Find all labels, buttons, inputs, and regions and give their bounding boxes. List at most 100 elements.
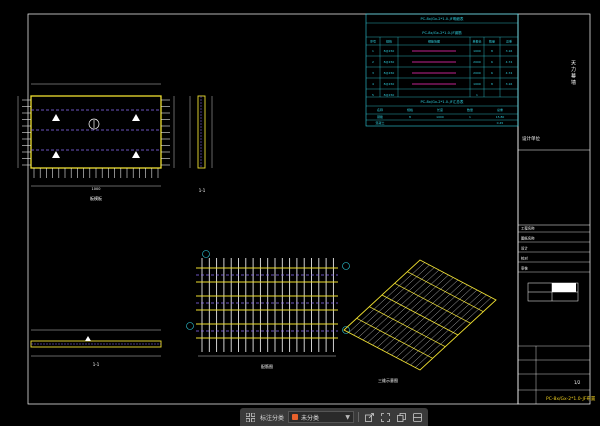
table-cell: 1000 — [473, 49, 481, 53]
table-cell: 1000 — [473, 82, 481, 86]
iso-rebar-cross — [396, 287, 473, 358]
rebar-grid-view: 配筋图 — [186, 250, 350, 369]
iso-rebar-cross — [391, 284, 468, 356]
table-cell: 4 — [372, 82, 374, 86]
table-cell: 8@150 — [384, 49, 395, 53]
plan-width-dim: 1000 — [92, 187, 101, 191]
grid-icon[interactable] — [244, 411, 256, 423]
summary-cell: 1 — [469, 115, 471, 119]
center-marker — [88, 118, 100, 130]
lift-point-marker — [52, 114, 60, 121]
table-cell: 2000 — [473, 71, 481, 75]
title-block-row-label: 工程名称 — [521, 226, 535, 231]
iso-view-label: 三维示意图 — [378, 377, 398, 383]
iso-rebar-cross — [377, 277, 454, 348]
title-block-row-label: 校对 — [521, 256, 528, 261]
category-select[interactable]: 未分类 ▼ — [288, 411, 355, 423]
summary-column-header: 长度 — [437, 107, 443, 112]
iso-rebar-cross — [400, 289, 478, 361]
rebar-table: PC-8x/Gx-2*1.0-JF明细表 PC-8x/Gx-2*1.0-JF钢筋… — [365, 13, 519, 127]
iso-rebar-cross — [372, 274, 449, 346]
table-cell: 4.74 — [506, 60, 513, 64]
section-label: 1-1 — [199, 188, 206, 193]
summary-column-header: 数量 — [467, 107, 473, 112]
summary-column-header: 名称 — [377, 107, 383, 112]
table-cell: 2 — [372, 60, 374, 64]
table-cell: 8@150 — [384, 93, 395, 97]
lift-point-marker — [52, 151, 60, 158]
iso-rebar-cross — [362, 269, 440, 341]
annotate-category-label[interactable]: 标注分类 — [260, 414, 285, 422]
category-select-value: 未分类 — [301, 414, 320, 422]
table-column-header: 单根长 — [472, 39, 481, 44]
table-cell: 8 — [491, 49, 493, 53]
iso-rebar-cross — [358, 267, 435, 338]
layers-icon[interactable] — [411, 411, 423, 423]
table-column-header: 数量 — [489, 39, 495, 44]
iso-rebar-cross — [415, 297, 492, 368]
lift-point-marker — [132, 114, 140, 121]
scale-value: 1/2 — [574, 380, 581, 385]
table-cell: 3.16 — [506, 82, 513, 86]
drawing-name: PC-8x/Gx-2*1.0-JF布置 — [546, 395, 596, 402]
side-section-view: 1-1 — [189, 95, 213, 193]
title-block-row-label: 审核 — [521, 266, 528, 271]
table-cell: 5 — [372, 93, 374, 97]
summary-cell: 15.80 — [496, 115, 505, 119]
table-column-header: 总重 — [506, 39, 512, 44]
bottom-section-view: 1-1 — [30, 329, 162, 367]
iso-rebar-cross — [348, 262, 425, 333]
company-label: 天 力 幕 墙 — [570, 60, 576, 86]
table-cell: 6 — [491, 60, 493, 64]
table-cell: 3 — [372, 71, 374, 75]
table-column-header: 序号 — [370, 39, 376, 44]
summary-cell: 8 — [409, 115, 411, 119]
title-block-row-label: 设计 — [521, 246, 528, 251]
plan-view-label: 板模板 — [90, 195, 102, 201]
summary-cell: 0.45 — [497, 121, 504, 125]
table-cell: 4.74 — [506, 71, 513, 75]
table-cell: 8@150 — [384, 71, 395, 75]
copy-icon[interactable] — [395, 411, 407, 423]
bottom-section-label: 1-1 — [93, 362, 100, 367]
category-color-swatch — [292, 414, 299, 420]
table-column-header: 钢筋简图 — [428, 39, 440, 44]
callout-marker — [186, 322, 194, 330]
iso-rebar-cross — [353, 264, 430, 336]
table-cell: 8@150 — [384, 60, 395, 64]
iso-rebar-cross — [367, 272, 444, 343]
summary-cell: 混凝土 — [375, 120, 384, 125]
bottom-toolbar: 标注分类 未分类 ▼ — [240, 408, 428, 426]
export-icon[interactable] — [363, 411, 375, 423]
table-subheader: PC-8x/Gx-2*1.0-JF钢筋 — [422, 30, 462, 35]
summary-column-header: 总重 — [497, 107, 503, 112]
scan-icon[interactable] — [379, 411, 391, 423]
table-cell: 8@150 — [384, 82, 395, 86]
table-column-header: 规格 — [386, 39, 392, 44]
legend-fill — [552, 283, 576, 292]
callout-marker — [342, 326, 350, 334]
iso-rebar-cross — [381, 279, 459, 351]
table-cell: 1 — [372, 49, 374, 53]
table-cell: 8 — [491, 82, 493, 86]
table-cell: 2000 — [473, 60, 481, 64]
table-cell: 3.16 — [506, 49, 513, 53]
isometric-view: 三维示意图 — [343, 259, 497, 383]
callout-marker — [202, 250, 210, 258]
iso-rebar-cross — [405, 292, 482, 363]
title-block-row-label: 图纸名称 — [521, 236, 535, 241]
plan-view: 1000 板模板 — [17, 83, 175, 201]
summary-column-header: 规格 — [407, 107, 413, 112]
plan-slab-outline — [30, 95, 162, 169]
summary-header: PC-8x/Gx-2*1.0-JF汇总表 — [420, 99, 463, 104]
summary-cell: 1000 — [436, 115, 444, 119]
design-unit-label: 设计单位 — [522, 135, 540, 142]
table-cell: 6 — [491, 71, 493, 75]
table-header: PC-8x/Gx-2*1.0-JF明细表 — [420, 16, 463, 21]
callout-marker — [342, 262, 350, 270]
lift-point-marker — [132, 151, 140, 158]
toolbar-divider — [358, 412, 360, 422]
rebar-view-label: 配筋图 — [261, 363, 273, 369]
